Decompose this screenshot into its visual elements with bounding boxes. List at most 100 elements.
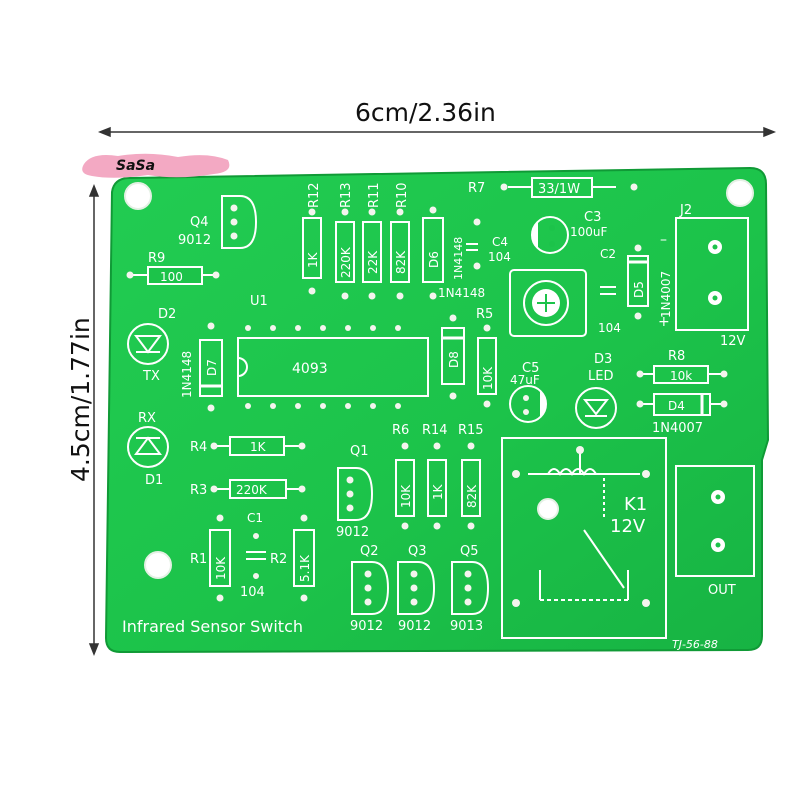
value-r7: 33/1W	[538, 182, 580, 197]
label-q1: Q1	[350, 444, 369, 459]
ic-part-number: 4093	[292, 361, 328, 377]
label-1n4007-j2: 1N4007	[659, 271, 673, 318]
resistor-r7	[500, 177, 638, 198]
label-c5: C5	[522, 361, 539, 376]
label-r7: R7	[468, 181, 485, 196]
diode-d7	[199, 322, 223, 412]
ir-receiver-d1	[127, 426, 169, 468]
label-q3: Q3	[408, 544, 427, 559]
label-r9: R9	[148, 251, 165, 266]
potentiometer	[509, 269, 587, 337]
label-u1: U1	[250, 294, 268, 309]
label-d8: D8	[447, 351, 461, 368]
ic-u1	[237, 337, 429, 397]
label-q2: Q2	[360, 544, 379, 559]
resistor-r1	[209, 514, 231, 602]
label-r5: R5	[476, 307, 493, 322]
label-q5: Q5	[460, 544, 479, 559]
label-c1: C1	[247, 511, 263, 525]
label-c2: C2	[600, 247, 616, 261]
value-c1: 104	[240, 585, 265, 600]
label-r13: R13	[339, 182, 354, 208]
label-d3: D3	[594, 352, 612, 367]
pcb-board	[104, 166, 770, 654]
label-led: LED	[588, 369, 613, 384]
label-out: OUT	[708, 583, 736, 598]
label-1n4148-d7: 1N4148	[180, 351, 194, 398]
value-r11: 22K	[366, 250, 380, 274]
label-rx: RX	[138, 411, 156, 426]
label-r6: R6	[392, 423, 409, 438]
label-c4: C4	[492, 235, 508, 249]
width-dimension-arrow	[97, 126, 777, 138]
transistor-q4	[221, 195, 258, 249]
resistor-bank-top	[302, 217, 444, 283]
label-d6: D6	[427, 251, 441, 268]
brand-watermark	[82, 153, 230, 178]
resistor-r2	[293, 514, 315, 602]
resistor-r5	[477, 324, 497, 408]
label-k1: K1	[624, 494, 647, 515]
diode-d4	[636, 393, 728, 416]
label-j2-voltage: 12V	[720, 334, 746, 349]
board-title: Infrared Sensor Switch	[122, 617, 304, 636]
capacitor-c3	[531, 216, 569, 254]
label-r4: R4	[190, 440, 207, 455]
diode-d5	[627, 244, 649, 320]
ir-emitter-d2	[127, 323, 169, 365]
value-c3: 100uF	[570, 225, 608, 239]
transistor-q3	[397, 561, 436, 615]
resistor-r8	[636, 365, 728, 384]
value-r9: 100	[160, 270, 183, 284]
value-c2: 104	[598, 321, 621, 335]
value-c5: 47uF	[510, 373, 540, 387]
value-r10: 82K	[394, 250, 408, 274]
value-r2: 5.1K	[298, 554, 312, 582]
label-r12: R12	[307, 182, 322, 208]
label-c3: C3	[584, 210, 601, 225]
terminal-j2	[675, 217, 749, 331]
value-r1: 10K	[214, 556, 228, 580]
value-r12: 1K	[306, 251, 320, 268]
led-d3	[575, 387, 617, 429]
mounting-holes	[124, 179, 754, 579]
label-d5: D5	[632, 281, 646, 298]
j2-plus: +	[658, 314, 670, 330]
value-r15: 82K	[465, 484, 479, 508]
diode-d8	[441, 314, 465, 400]
label-r15: R15	[458, 423, 484, 438]
value-q3: 9012	[398, 619, 431, 634]
capacitor-c2	[600, 286, 616, 295]
value-r14: 1K	[431, 483, 445, 500]
resistor-bank-mid	[395, 459, 481, 517]
value-q2: 9012	[350, 619, 383, 634]
resistor-r4	[210, 436, 306, 456]
j2-minus: –	[660, 232, 667, 248]
value-k1: 12V	[610, 516, 646, 537]
value-q4: 9012	[178, 233, 211, 248]
value-r13: 220K	[339, 246, 353, 278]
label-d2: D2	[158, 307, 176, 322]
value-q5: 9013	[450, 619, 483, 634]
label-d4: D4	[668, 399, 685, 413]
relay-k1-pads	[512, 446, 650, 607]
relay-k1	[501, 437, 667, 639]
label-d1: D1	[145, 473, 163, 488]
value-q1: 9012	[336, 525, 369, 540]
label-r14: R14	[422, 423, 448, 438]
value-c4: 104	[488, 250, 511, 264]
value-r4: 1K	[250, 440, 267, 454]
height-dimension-label: 4.5cm/1.77in	[66, 317, 95, 482]
label-r2: R2	[270, 552, 287, 567]
brand-name: SaSa	[116, 158, 156, 174]
width-dimension-label: 6cm/2.36in	[355, 98, 496, 127]
ic-u1-pins	[245, 325, 401, 409]
value-r8: 10k	[670, 369, 692, 383]
label-r3: R3	[190, 483, 207, 498]
value-r5: 10K	[481, 366, 495, 390]
value-r6: 10K	[399, 484, 413, 508]
label-r10: R10	[395, 182, 410, 208]
label-j2: J2	[679, 203, 692, 218]
label-r11: R11	[367, 182, 382, 208]
